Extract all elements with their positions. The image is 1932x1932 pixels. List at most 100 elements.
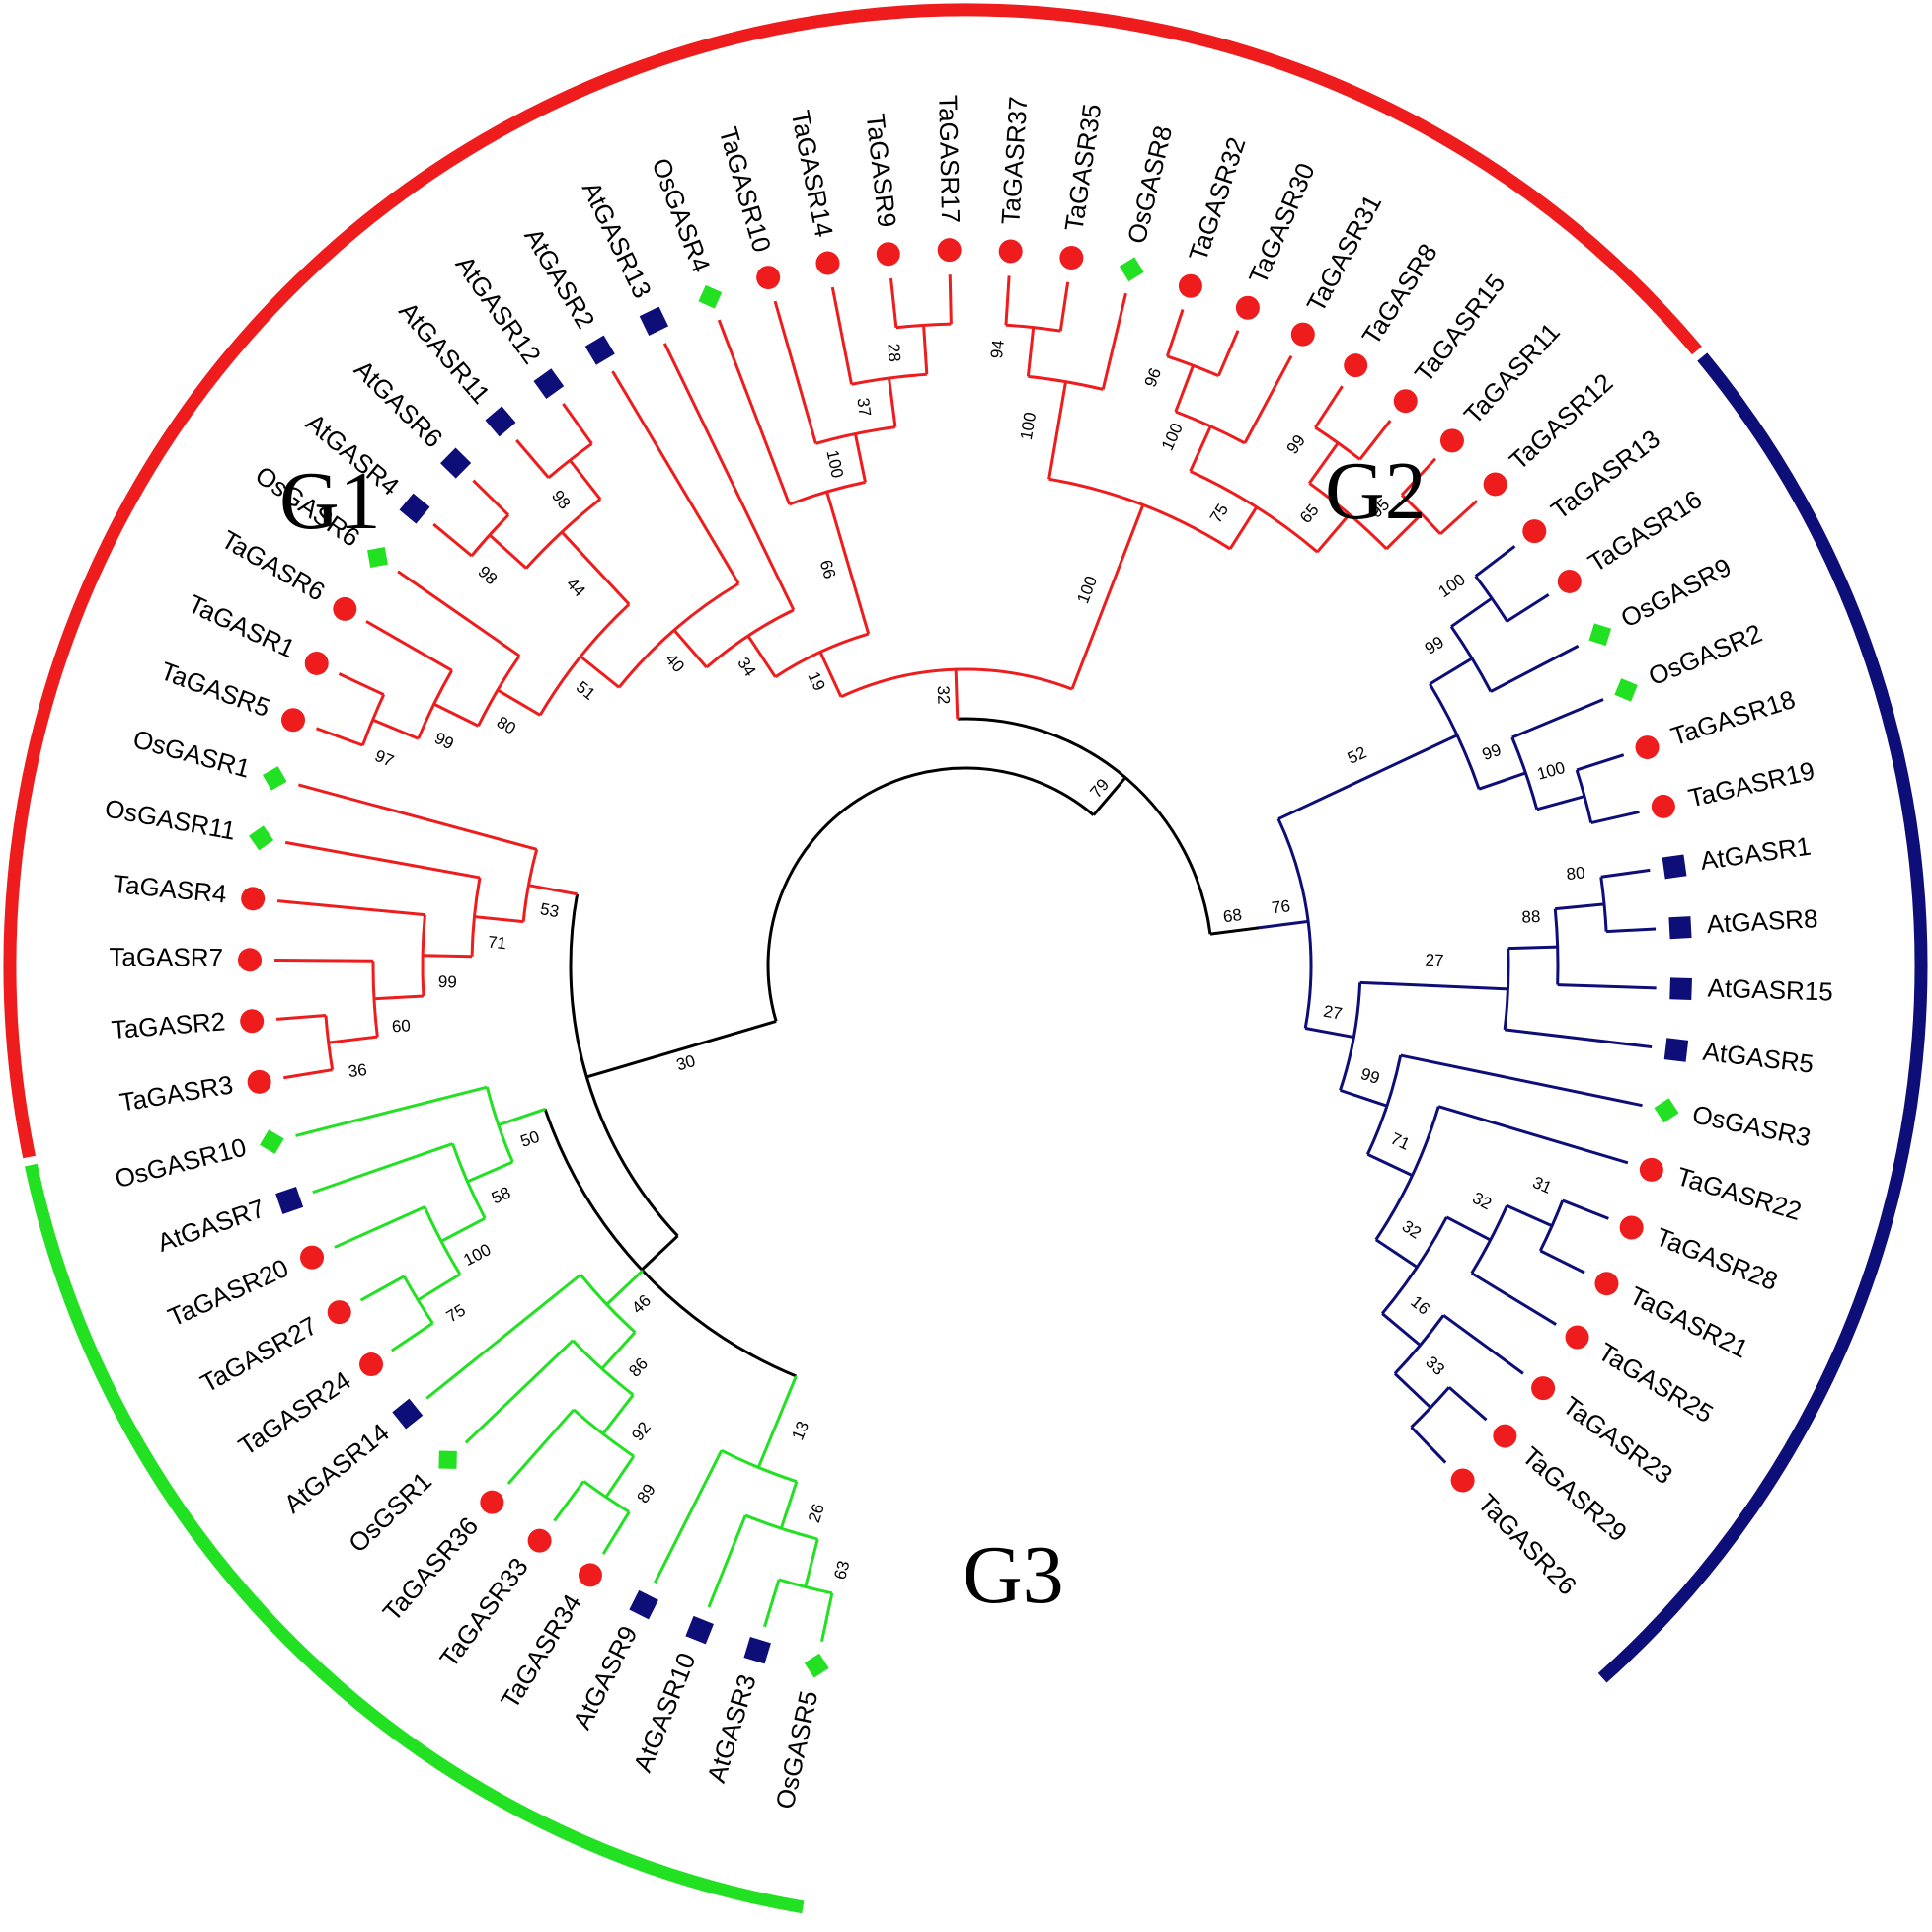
leaf-label-tagasr37: TaGASR37 (995, 96, 1033, 226)
branch-edge-102 (889, 277, 898, 328)
leaf-label-atgasr7: AtGASR7 (154, 1194, 269, 1258)
bootstrap-value: 46 (628, 1291, 655, 1318)
marker-osgasr2 (1614, 678, 1638, 702)
bootstrap-value: 44 (563, 575, 589, 601)
branch-edge-104 (1070, 503, 1145, 690)
bootstrap-value: 30 (674, 1051, 698, 1075)
branch-arc-42 (521, 848, 539, 922)
marker-tagasr2 (240, 1009, 265, 1034)
branch-edge-144 (1490, 644, 1580, 693)
branch-edge-28 (498, 1108, 546, 1127)
marker-atgasr2 (584, 335, 615, 365)
branch-arc-35 (403, 1275, 434, 1325)
bootstrap-value: 100 (1158, 421, 1187, 454)
branch-edge-57 (1092, 776, 1127, 816)
bootstrap-value: 99 (438, 972, 457, 991)
leaf-label-tagasr19: TaGASR19 (1685, 755, 1816, 812)
branch-arc-74 (361, 693, 386, 746)
branch-edge-130 (1400, 457, 1437, 497)
bootstrap-value: 98 (474, 562, 501, 588)
leaf-label-tagasr28: TaGASR28 (1652, 1221, 1782, 1296)
marker-tagasr35 (1059, 245, 1084, 270)
bootstrap-value: 100 (1535, 758, 1567, 784)
branch-edge-24 (553, 1480, 585, 1522)
leaf-label-atgasr12: AtGASR12 (450, 250, 547, 369)
branch-arc-123 (1308, 482, 1388, 550)
branch-edge-150 (1576, 753, 1625, 772)
branch-arc-95 (814, 425, 896, 445)
branch-arc-171 (1380, 1216, 1448, 1315)
bootstrap-value: 52 (1345, 743, 1369, 768)
branch-arc-137 (1429, 683, 1481, 790)
marker-tagasr28 (1619, 1215, 1644, 1240)
marker-tagasr31 (1290, 322, 1315, 347)
group-labels: G1 G2 G3 (279, 445, 1427, 1621)
marker-tagasr30 (1235, 295, 1260, 320)
branch-edge-52 (275, 1013, 327, 1021)
branch-edge-179 (1381, 1312, 1422, 1347)
marker-atgasr12 (533, 368, 565, 399)
branch-edge-76 (338, 672, 385, 696)
marker-atgasr4 (399, 493, 430, 524)
branch-arc-92 (789, 480, 866, 506)
branch-edge-77 (365, 620, 453, 672)
bootstrap-value: 13 (788, 1419, 812, 1443)
branch-edge-120 (1216, 330, 1240, 377)
leaf-label-tagasr14: TaGASR14 (786, 108, 839, 239)
branch-arc-116 (1175, 410, 1246, 445)
leaf-label-tagasr4: TaGASR4 (112, 869, 228, 909)
branch-arc-86 (547, 442, 593, 479)
leaf-label-osgsr1: OsGSR1 (343, 1466, 437, 1559)
bootstrap-value: 66 (816, 558, 840, 580)
marker-tagasr18 (1635, 735, 1660, 760)
leaf-label-atgasr15: AtGASR15 (1707, 972, 1833, 1006)
bootstrap-value: 98 (548, 487, 575, 513)
leaf-label-tagasr16: TaGASR16 (1583, 484, 1707, 578)
branch-edge-147 (1511, 698, 1604, 739)
marker-tagasr19 (1651, 794, 1675, 818)
bootstrap-value: 16 (1407, 1292, 1433, 1319)
bootstrap-value: 99 (431, 729, 456, 753)
marker-atgasr3 (743, 1636, 771, 1664)
branch-edge-151 (1590, 810, 1640, 825)
branch-edge-91 (825, 491, 871, 635)
tree-branches (274, 274, 1657, 1643)
group-label-g2: G2 (1325, 445, 1427, 537)
leaf-label-osgasr1: OsGASR1 (130, 724, 254, 784)
branch-arc-20 (573, 1408, 635, 1458)
marker-tagasr27 (327, 1300, 351, 1325)
branch-arc-68 (538, 603, 631, 717)
marker-tagasr32 (1178, 273, 1202, 298)
branch-arc-168 (1374, 1106, 1440, 1241)
leaf-label-osgasr9: OsGASR9 (1616, 552, 1736, 634)
leaf-label-tagasr7: TaGASR7 (109, 942, 223, 972)
marker-tagasr12 (1483, 472, 1507, 497)
leaf-label-tagasr25: TaGASR25 (1593, 1337, 1719, 1429)
branch-arc-31 (451, 1143, 487, 1219)
bootstrap-value: 88 (1521, 907, 1541, 927)
branch-edge-161 (1606, 927, 1657, 934)
branch-edge-162 (1557, 983, 1657, 990)
branch-edge-90 (662, 343, 796, 611)
marker-tagasr17 (937, 238, 962, 263)
branch-edge-142 (1474, 545, 1516, 578)
branch-edge-115 (1189, 425, 1212, 472)
branch-arc-60 (840, 667, 1073, 699)
branch-edge-7 (779, 1481, 799, 1529)
leaf-label-atgasr5: AtGASR5 (1701, 1037, 1815, 1079)
marker-tagasr20 (300, 1245, 325, 1270)
branch-edge-25 (506, 1408, 576, 1485)
branch-edge-32 (440, 1216, 486, 1243)
branch-edge-83 (432, 522, 473, 558)
branch-edge-63 (746, 635, 777, 678)
branch-edge-170 (1374, 1238, 1419, 1269)
marker-atgasr6 (440, 447, 472, 479)
branch-arc-153 (1339, 982, 1362, 1091)
branch-edge-67 (580, 655, 621, 689)
leaf-label-tagasr35: TaGASR35 (1058, 102, 1107, 233)
branch-edge-134 (1259, 919, 1309, 930)
branch-edge-132 (1209, 926, 1260, 936)
branch-arc-33 (423, 1206, 462, 1275)
marker-atgasr7 (275, 1186, 304, 1214)
